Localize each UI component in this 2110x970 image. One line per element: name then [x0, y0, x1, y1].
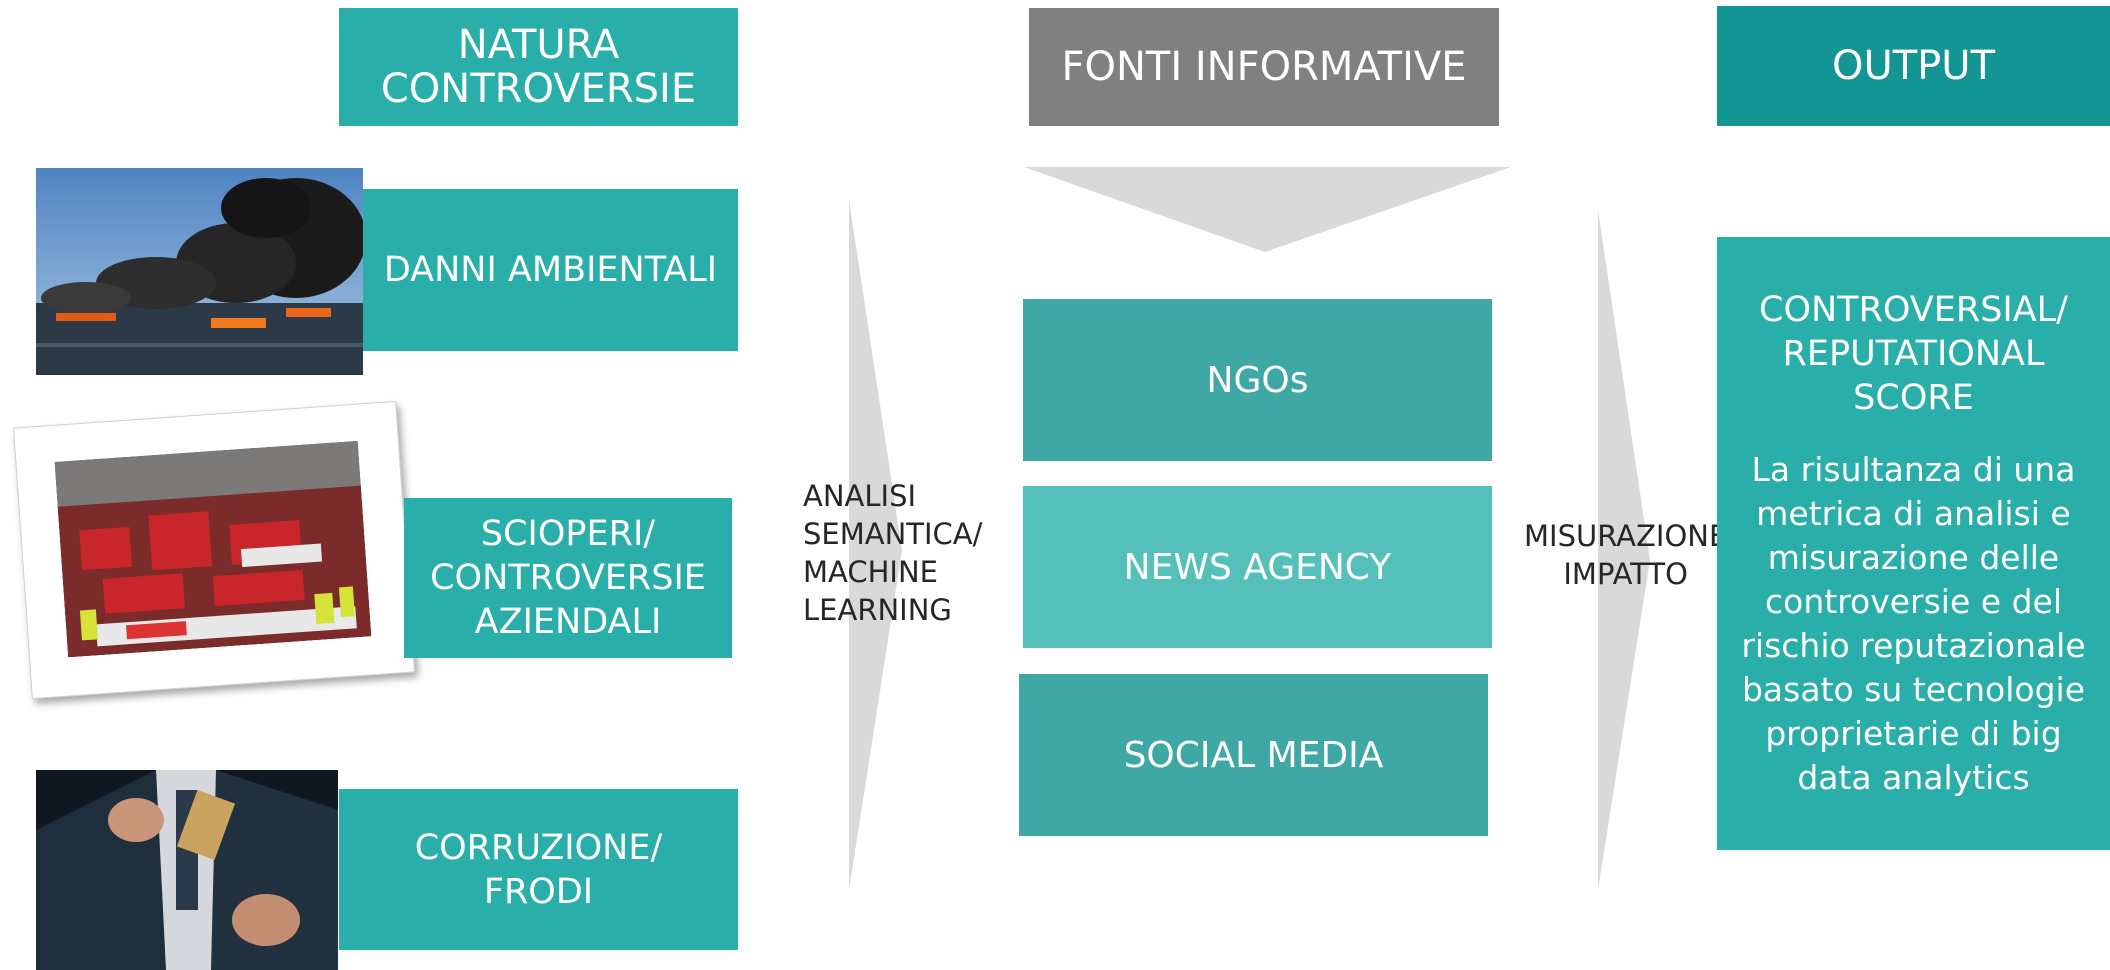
sources-funnel-arrow	[1024, 167, 1511, 252]
analysis-label: ANALISI SEMANTICA/ MACHINE LEARNING	[803, 479, 983, 627]
header-fonti-informative: FONTI INFORMATIVE	[1029, 8, 1499, 126]
output-description: La risultanza di una metrica di analisi …	[1741, 449, 2086, 797]
corruption-photo	[36, 770, 338, 970]
output-panel: CONTROVERSIAL/ REPUTATIONAL SCORE La ris…	[1717, 237, 2110, 850]
measure-label: MISURAZIONE IMPATTO	[1524, 519, 1728, 591]
oil-fire-photo	[36, 168, 363, 375]
strike-photo-frame	[12, 400, 416, 700]
analysis-arrow	[849, 200, 902, 890]
source-ngos: NGOs	[1023, 299, 1492, 461]
header-output: OUTPUT	[1717, 6, 2110, 126]
header-natura-controversie: NATURA CONTROVERSIE	[339, 8, 738, 126]
category-scioperi-controversie: SCIOPERI/ CONTROVERSIE AZIENDALI	[404, 498, 732, 658]
output-score-title: CONTROVERSIAL/ REPUTATIONAL SCORE	[1759, 289, 2068, 418]
category-danni-ambientali: DANNI AMBIENTALI	[363, 189, 738, 351]
category-corruzione-frodi: CORRUZIONE/ FRODI	[339, 789, 738, 950]
source-social-media: SOCIAL MEDIA	[1019, 674, 1488, 836]
measure-arrow	[1598, 210, 1650, 890]
source-news-agency: NEWS AGENCY	[1023, 486, 1492, 648]
strike-photo	[54, 440, 372, 658]
